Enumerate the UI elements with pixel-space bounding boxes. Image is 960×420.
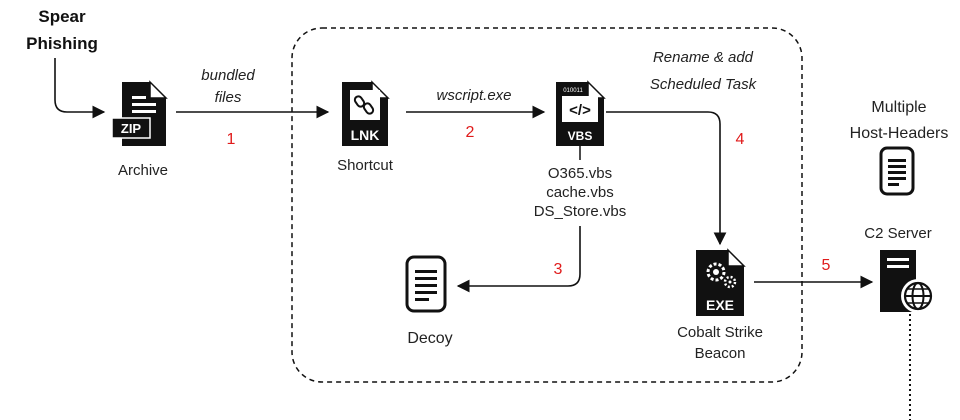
shortcut-label: Shortcut — [337, 157, 394, 174]
beacon-exe-icon: EXE — [696, 248, 746, 316]
spear-phishing-node: Spear Phishing — [26, 7, 98, 53]
edge4-text-line-2: Scheduled Task — [650, 76, 758, 93]
vbs-file-2: cache.vbs — [546, 184, 614, 201]
exe-icon-text: EXE — [706, 297, 734, 313]
edge1-text-line-1: bundled — [201, 67, 255, 84]
edge2-text: wscript.exe — [436, 87, 511, 104]
vbs-icon-code: </> — [569, 102, 591, 119]
vbs-script-icon: 010011 </> VBS — [556, 80, 606, 146]
step-1: 1 — [227, 131, 236, 148]
step-3: 3 — [554, 261, 563, 278]
vbs-file-3: DS_Store.vbs — [534, 203, 627, 220]
step-2: 2 — [466, 124, 475, 141]
c2-server-label: C2 Server — [864, 225, 932, 242]
step-4: 4 — [736, 131, 745, 148]
archive-label: Archive — [118, 162, 168, 179]
c2-server-icon — [880, 250, 935, 313]
spear-to-archive-arrow — [54, 58, 106, 119]
spear-phishing-line-1: Spear — [38, 7, 86, 26]
vbs-icon-text: VBS — [568, 129, 593, 143]
step-5: 5 — [822, 257, 831, 274]
lnk-icon-text: LNK — [351, 127, 380, 143]
vbs-to-decoy-arrow — [456, 226, 581, 293]
beacon-label-line-2: Beacon — [695, 345, 746, 362]
vbs-icon-bits: 010011 — [563, 88, 583, 94]
beacon-label-line-1: Cobalt Strike — [677, 324, 763, 341]
host-headers-label-line-2: Host-Headers — [850, 125, 949, 142]
decoy-label: Decoy — [407, 330, 452, 347]
archive-zip-icon: ZIP — [111, 80, 168, 146]
vbs-file-1: O365.vbs — [548, 165, 612, 182]
vbs-to-beacon-arrow — [606, 111, 727, 246]
host-headers-label-line-1: Multiple — [871, 99, 926, 116]
shortcut-lnk-icon: LNK — [342, 80, 390, 146]
decoy-document-icon — [405, 255, 447, 313]
edge4-text-line-1: Rename & add — [653, 49, 754, 66]
spear-phishing-line-2: Phishing — [26, 34, 98, 53]
execution-boundary — [291, 27, 803, 383]
zip-icon-text: ZIP — [121, 121, 142, 136]
edge1-text-line-2: files — [215, 89, 242, 106]
host-headers-document-icon — [879, 146, 915, 196]
